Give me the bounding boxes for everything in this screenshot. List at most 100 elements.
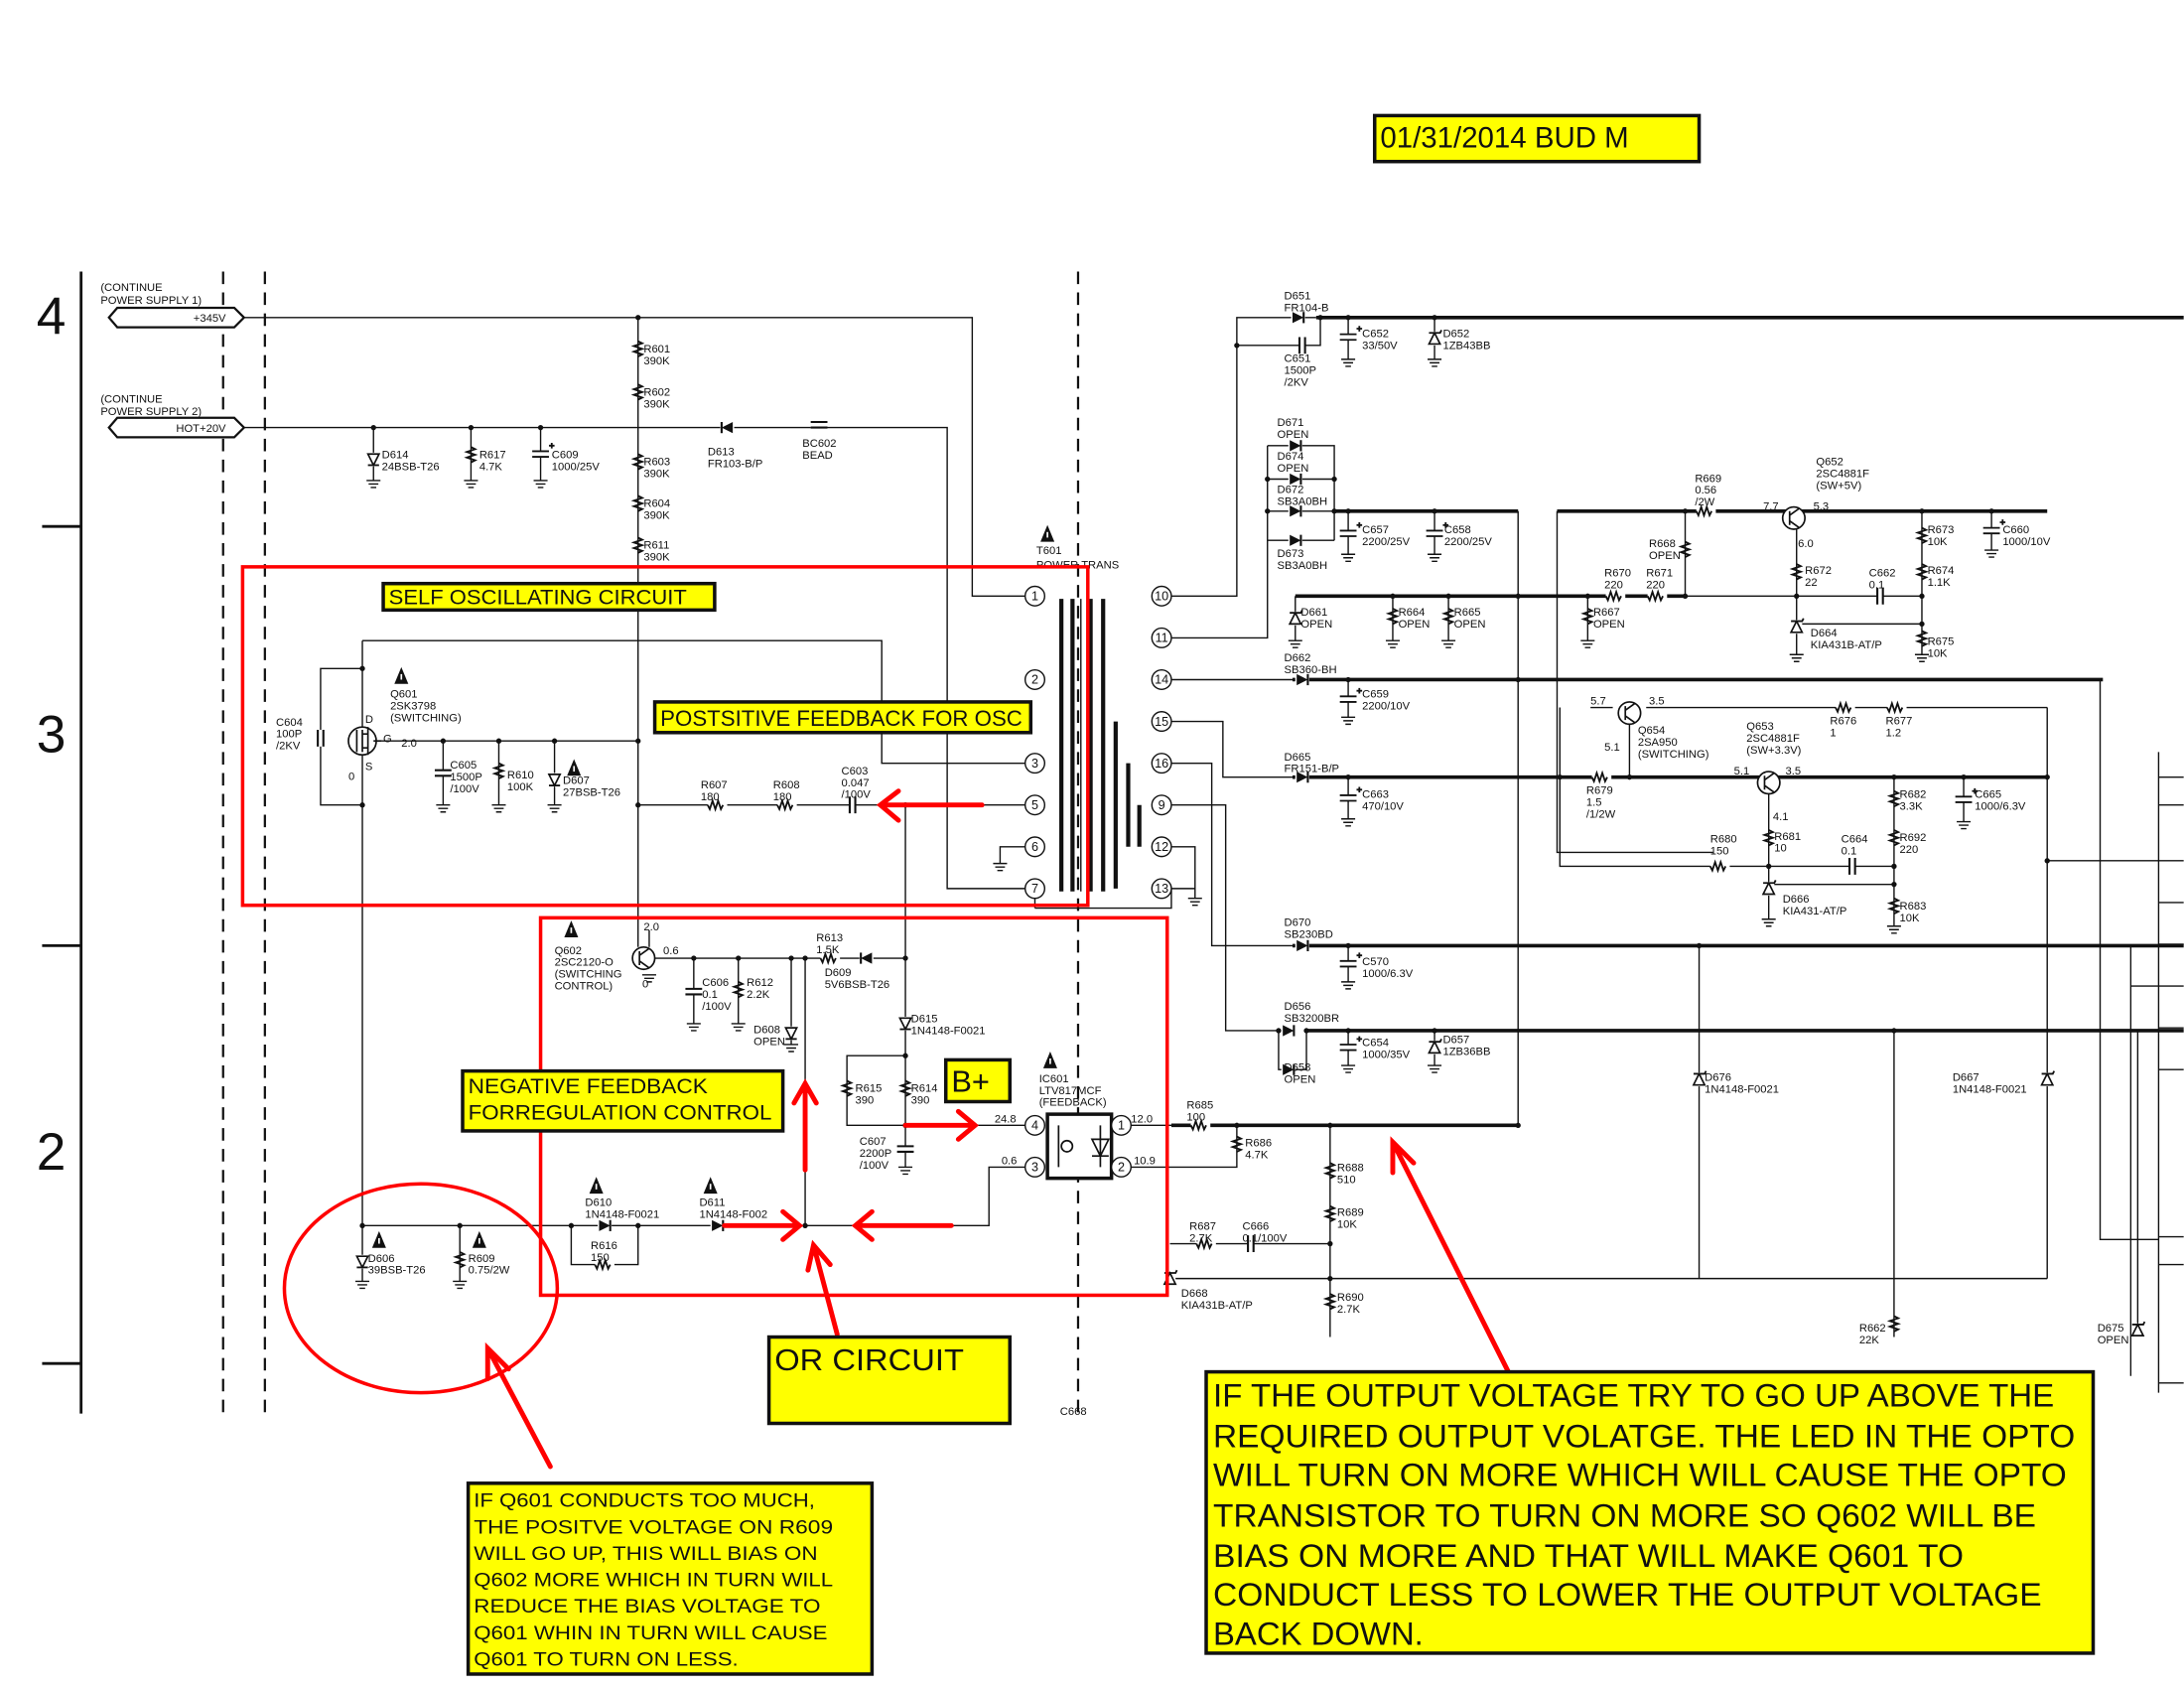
voltage-ic-pin2: 10.9 — [1134, 1156, 1156, 1168]
component-ref: IC601 — [1039, 1073, 1069, 1085]
component-ref: C665 — [1975, 789, 2001, 801]
transformer-pin-10: 10 — [1151, 585, 1172, 607]
component-ref: R612 — [747, 977, 773, 989]
junction-dot-symbol — [1331, 476, 1337, 483]
bead-bc602-symbol — [809, 420, 829, 429]
transformer-pin-15: 15 — [1151, 711, 1172, 733]
voltage-q652-b: 6.0 — [1798, 538, 1814, 550]
connector-note: POWER SUPPLY 1) — [100, 295, 202, 307]
resistor-r671-symbol — [1646, 591, 1669, 602]
capacitor-c664-symbol — [1847, 856, 1856, 876]
component-value: 0.56 — [1695, 485, 1716, 496]
pin-number: 2 — [1031, 673, 1038, 687]
component-ref: R680 — [1710, 834, 1737, 846]
component-ref: R602 — [643, 386, 670, 398]
junction-dot-symbol — [2044, 774, 2050, 780]
component-ref: R687 — [1189, 1221, 1216, 1233]
zener-d609-symbol — [858, 951, 875, 965]
component-ref: Q601 — [390, 689, 417, 701]
callout-self-oscillating: SELF OSCILLATING CIRCUIT — [381, 581, 717, 613]
ground-symbol — [1340, 818, 1356, 827]
junction-dot-symbol — [1345, 1028, 1351, 1034]
component-ref: D614 — [382, 449, 409, 461]
ic-pin-3: 3 — [1024, 1156, 1046, 1178]
junction-dot-symbol — [1303, 1028, 1309, 1034]
voltage-q602-emitter: 0 — [642, 978, 648, 990]
component-ref: R674 — [1928, 565, 1955, 577]
warning-icon — [1042, 1051, 1058, 1069]
date-stamp-text: 01/31/2014 BUD M — [1380, 122, 1628, 155]
ground-symbol — [1340, 358, 1356, 367]
ground-symbol — [1427, 358, 1442, 367]
junction-dot-symbol — [635, 315, 641, 321]
component-ref: R610 — [507, 770, 534, 781]
warning-icon — [588, 1176, 605, 1195]
component-value: 100 — [1186, 1111, 1205, 1123]
component-value: 1N4148-F0021 — [911, 1025, 986, 1037]
component-ref: R690 — [1337, 1292, 1364, 1304]
component-value: 0.1 — [702, 989, 718, 1001]
junction-dot-symbol — [568, 1222, 575, 1228]
warning-icon — [471, 1230, 487, 1249]
component-ref: D615 — [911, 1014, 938, 1026]
junction-dot-symbol — [1515, 1122, 1521, 1128]
pin-number: 15 — [1155, 715, 1168, 729]
component-value: 0.75/2W — [469, 1265, 510, 1277]
resistor-r676-symbol — [1835, 702, 1856, 713]
component-value: (FEEDBACK) — [1039, 1097, 1107, 1109]
component-ref: C663 — [1362, 789, 1389, 801]
component-ref: R672 — [1805, 565, 1832, 577]
component-ref: D666 — [1783, 894, 1810, 906]
component-ref: R671 — [1646, 568, 1673, 580]
component-value: 0.047 — [842, 777, 870, 789]
pin-number: 10 — [1155, 590, 1168, 604]
component-value: OPEN — [1278, 463, 1309, 475]
diode-d610-symbol — [597, 1218, 614, 1232]
component-ref: D611 — [699, 1197, 725, 1209]
capacitor-c570-symbol — [1338, 951, 1364, 968]
component-value: 1000/6.3V — [1975, 801, 2026, 813]
junction-dot-symbol — [1327, 1240, 1333, 1247]
component-value: 390 — [911, 1095, 930, 1107]
warning-icon — [370, 1230, 387, 1249]
svg-text:REQUIRED OUTPUT VOLATGE. THE L: REQUIRED OUTPUT VOLATGE. THE LED IN THE … — [1213, 1418, 2075, 1454]
component-value: OPEN — [1399, 619, 1431, 631]
warning-icon — [1039, 523, 1055, 543]
component-value: 10 — [1774, 843, 1786, 855]
resistor-r670-symbol — [1604, 591, 1627, 602]
component-ref: C651 — [1285, 353, 1311, 365]
component-ref: D652 — [1442, 328, 1469, 340]
junction-dot-symbol — [1919, 508, 1925, 514]
component-ref: C605 — [450, 760, 477, 772]
transistor-q654-symbol — [1617, 701, 1642, 726]
self-oscillating-region — [240, 565, 1090, 908]
voltage-q653-e: 3.5 — [1786, 766, 1802, 777]
ic-pin-4: 4 — [1024, 1114, 1046, 1136]
arrow-r609-note — [484, 1341, 553, 1470]
ground-symbol — [897, 1166, 913, 1176]
component-ref: D667 — [1953, 1071, 1979, 1083]
junction-dot-symbol — [370, 424, 376, 431]
junction-dot-symbol — [1345, 508, 1351, 514]
transformer-pin-11: 11 — [1151, 627, 1172, 648]
component-value: 24BSB-T26 — [382, 461, 440, 473]
component-value: 2.7K — [1189, 1232, 1213, 1244]
